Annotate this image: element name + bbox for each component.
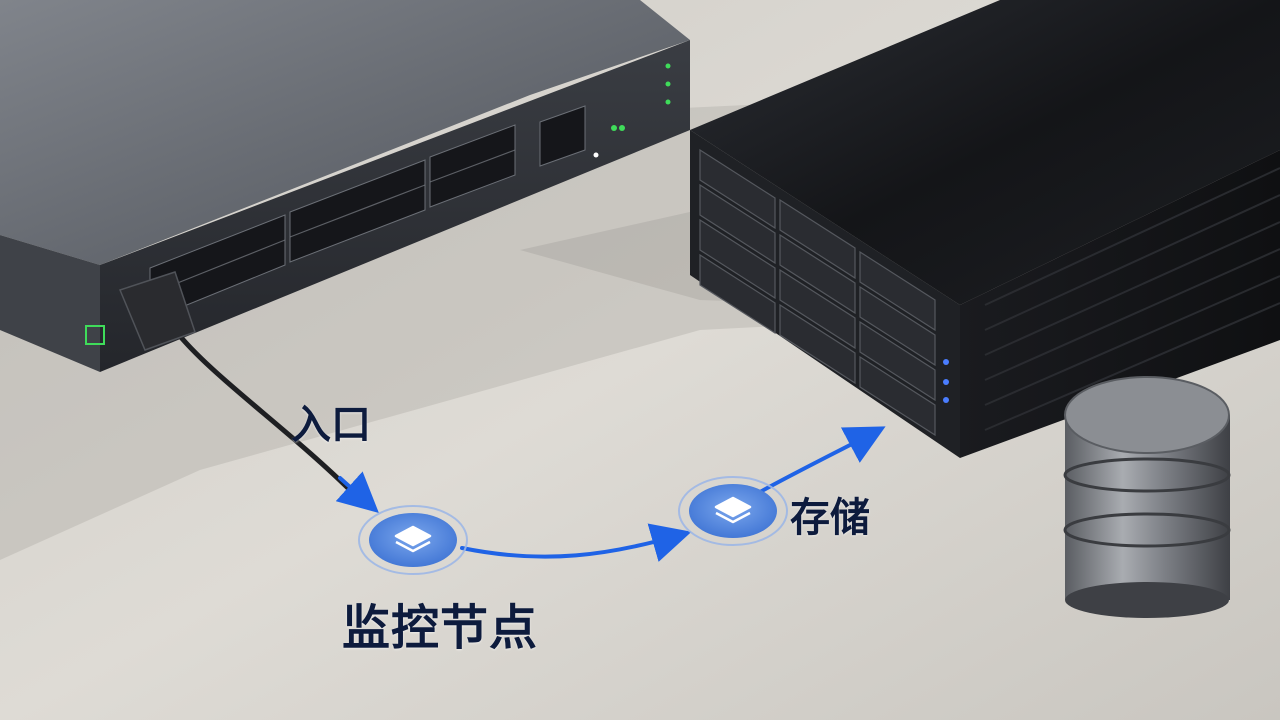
node-to-storage-arrow-icon (460, 523, 692, 562)
monitor-node-label: 监控节点 (342, 600, 539, 656)
drive-bays (699, 148, 936, 437)
entry-arrow-icon (335, 471, 379, 514)
layers-icon (394, 525, 432, 553)
nas-storage-unit (690, 0, 1280, 458)
nas-leds (943, 359, 949, 403)
storage-node (678, 476, 788, 546)
uplink-port (539, 105, 586, 167)
layers-icon (714, 496, 752, 524)
power-button-icon (85, 325, 105, 345)
monitor-node (358, 505, 468, 575)
flow-arrows (335, 426, 886, 562)
network-switch (0, 0, 690, 372)
database-cylinder-icon (1063, 376, 1231, 618)
network-cable (118, 271, 357, 497)
storage-to-nas-arrow-icon (758, 426, 886, 494)
rj45-connector (118, 271, 196, 351)
status-leds (593, 63, 671, 158)
storage-label: 存储 (790, 495, 870, 541)
entry-label: 入口 (291, 402, 371, 448)
